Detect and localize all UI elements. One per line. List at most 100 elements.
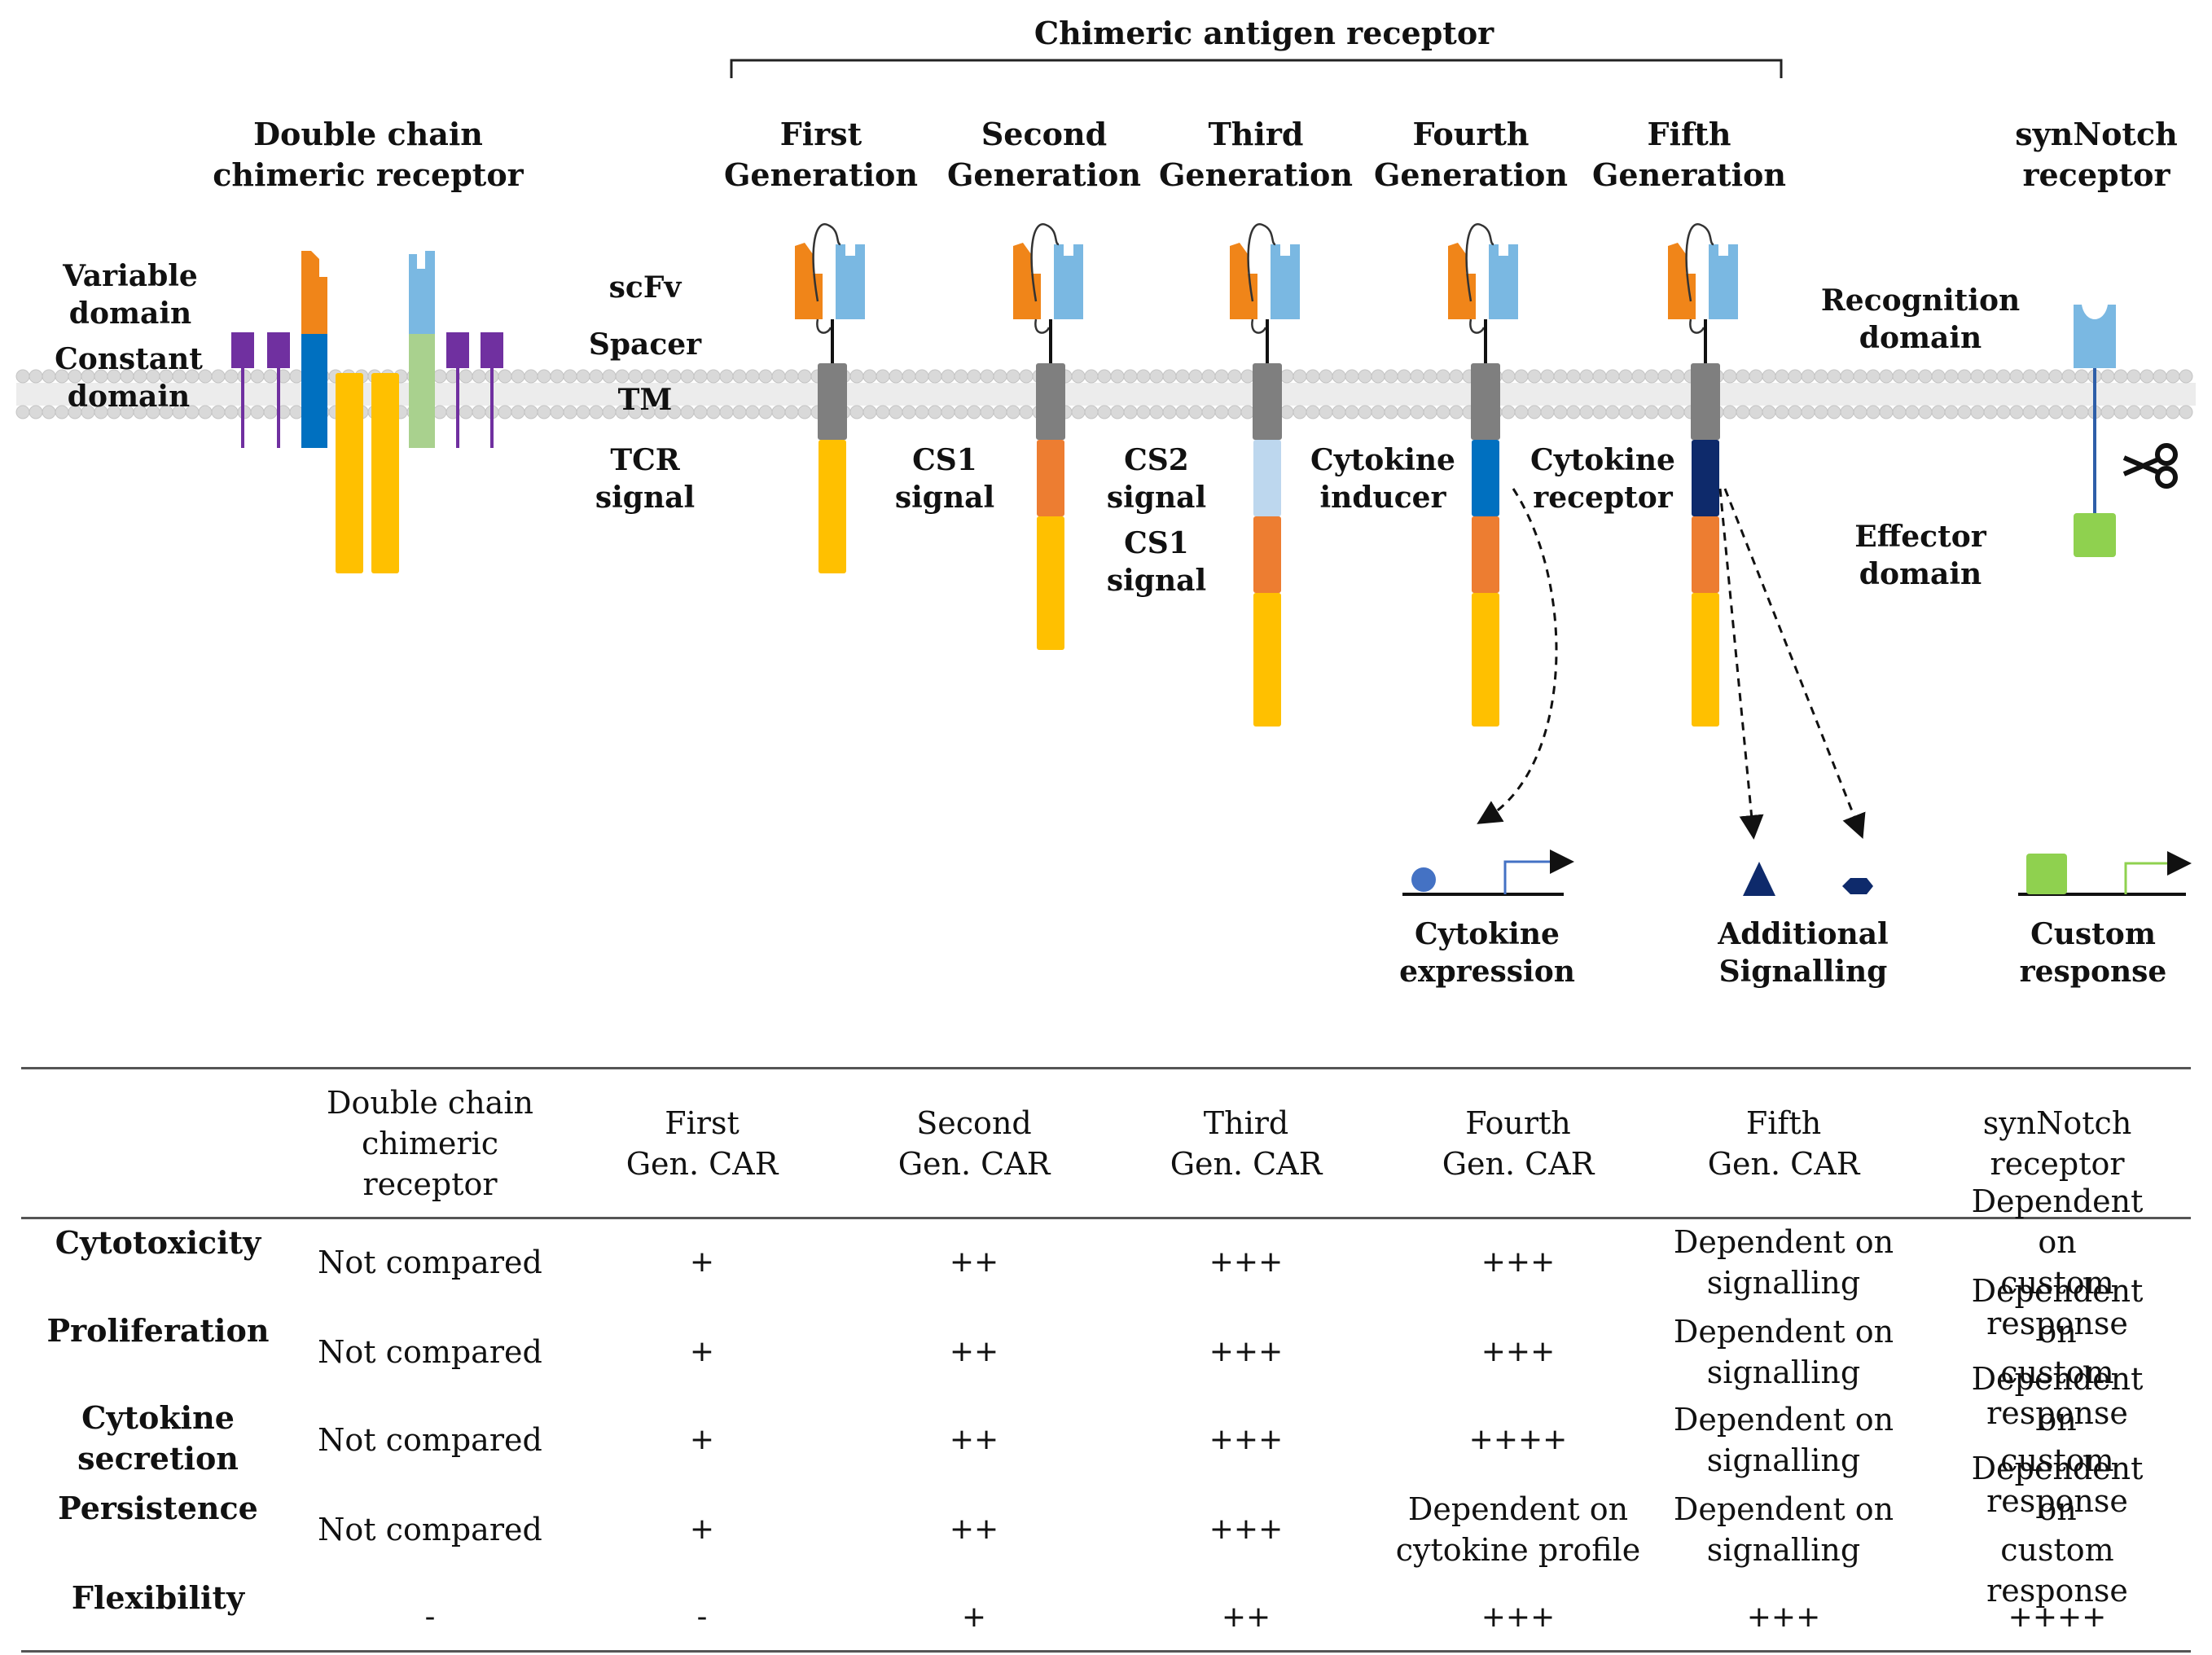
light-chain bbox=[1054, 244, 1083, 319]
light-chain bbox=[1271, 244, 1300, 319]
linker-tail bbox=[1034, 318, 1051, 334]
row-label: Cytotoxicity bbox=[55, 1224, 261, 1261]
table-cell: +++ bbox=[1746, 1600, 1821, 1634]
cytokine-expression-label: Cytokine expression bbox=[1399, 917, 1575, 989]
table-header-2: First Gen. CAR bbox=[625, 1105, 779, 1182]
cs1-signal-label: CS1 signal bbox=[894, 443, 995, 515]
linker-tail bbox=[1689, 318, 1705, 334]
synnotch-stalk bbox=[2093, 368, 2096, 513]
table-cell: +++ bbox=[1209, 1423, 1284, 1456]
scissors-ring bbox=[2155, 466, 2178, 489]
row-label: Proliferation bbox=[46, 1312, 270, 1349]
table-cell: +++ bbox=[1209, 1335, 1284, 1368]
heavy-chain bbox=[1230, 243, 1257, 319]
additional-signalling-label: Additional Signalling bbox=[1718, 917, 1889, 989]
cd3z-signal bbox=[1472, 593, 1499, 727]
constant-domain bbox=[446, 332, 469, 368]
constant-stalk bbox=[456, 368, 459, 448]
cytokine-receptor-label: Cytokine receptor bbox=[1530, 443, 1675, 515]
scissors-ring bbox=[2155, 443, 2178, 466]
column-synnotch: synNotch receptor bbox=[2015, 116, 2178, 193]
cytokine-molecule bbox=[1411, 867, 1436, 892]
cs1-domain bbox=[1037, 440, 1064, 516]
cs2-signal-label: CS2 signal bbox=[1106, 443, 1207, 515]
table-cell: + bbox=[961, 1600, 987, 1634]
lipid-head bbox=[2179, 369, 2193, 384]
constant-domain-label: Constant domain bbox=[55, 342, 203, 414]
table-cell: + bbox=[689, 1335, 715, 1368]
column-fourth-generation: Fourth Generation bbox=[1373, 116, 1569, 193]
table-header-rule bbox=[21, 1217, 2191, 1219]
tcr-signal-label: TCR signal bbox=[595, 443, 696, 515]
downstream-effects bbox=[1402, 488, 2192, 896]
column-third-generation: Third Generation bbox=[1158, 116, 1354, 193]
light-chain bbox=[836, 244, 865, 319]
table-header-6: Fifth Gen. CAR bbox=[1707, 1105, 1860, 1182]
table-cell: Dependent on custom response bbox=[1971, 1183, 2144, 1341]
cytokine-inducer-label: Cytokine inducer bbox=[1310, 443, 1455, 515]
heavy-chain bbox=[795, 243, 823, 319]
linker bbox=[1030, 223, 1060, 302]
transmembrane bbox=[1691, 363, 1720, 440]
variable-heavy bbox=[301, 251, 327, 334]
signal-hexagon bbox=[1842, 878, 1873, 894]
table-header-4: Third Gen. CAR bbox=[1170, 1105, 1323, 1182]
tm-label: TM bbox=[617, 383, 673, 417]
constant-domain bbox=[481, 332, 503, 368]
table-cell: ++ bbox=[949, 1512, 999, 1546]
dashed-arrow-signal-1 bbox=[1718, 488, 1764, 840]
cs2-domain bbox=[1253, 440, 1281, 516]
scissors-icon bbox=[2122, 443, 2178, 489]
table-cell: - bbox=[696, 1600, 708, 1634]
table-cell: Dependent on custom response bbox=[1971, 1451, 2144, 1609]
column-first-generation: First Generation bbox=[723, 116, 919, 193]
synnotch-receptor bbox=[2074, 305, 2178, 557]
table-cell: Dependent on custom response bbox=[1971, 1273, 2144, 1431]
table-header-5: Fourth Gen. CAR bbox=[1442, 1105, 1595, 1182]
spacer-label: Spacer bbox=[588, 327, 702, 362]
table-cell: + bbox=[689, 1512, 715, 1546]
cd3z-chain bbox=[336, 373, 363, 573]
constant-stalk bbox=[490, 368, 494, 448]
table-cell: ++ bbox=[1221, 1600, 1271, 1634]
table-cell: Dependent on signalling bbox=[1673, 1491, 1894, 1568]
tcr-constant-blue bbox=[301, 334, 327, 448]
table-cell: ++ bbox=[949, 1245, 999, 1279]
recognition-domain-label: Recognition domain bbox=[1820, 283, 2021, 355]
table-cell: Dependent on custom response bbox=[1971, 1361, 2144, 1519]
cytokine-receptor bbox=[1692, 440, 1719, 516]
table-cell: Not compared bbox=[318, 1422, 542, 1458]
lipid-head bbox=[2179, 405, 2193, 419]
effector-domain bbox=[2074, 513, 2116, 557]
heavy-chain bbox=[1013, 243, 1041, 319]
linker bbox=[1247, 223, 1276, 302]
table-cell: +++ bbox=[1481, 1245, 1556, 1279]
table-top-rule bbox=[21, 1067, 2191, 1069]
heavy-chain bbox=[1668, 243, 1696, 319]
cd3z-signal bbox=[1692, 593, 1719, 727]
linker bbox=[812, 223, 841, 302]
promoter-arrow bbox=[1503, 849, 1574, 894]
variable-domain-label: Variable domain bbox=[63, 259, 198, 331]
effector-domain-label: Effector domain bbox=[1854, 520, 1986, 591]
spacer bbox=[831, 319, 834, 365]
spacer bbox=[1484, 319, 1487, 365]
cd3z-chain bbox=[371, 373, 399, 573]
table-cell: ++++ bbox=[1468, 1423, 1568, 1456]
custom-response-label: Custom response bbox=[2019, 917, 2167, 989]
table-cell: ++ bbox=[949, 1423, 999, 1456]
fourth-gen-car bbox=[1448, 223, 1518, 727]
promoter-arrow bbox=[2124, 851, 2192, 894]
double-chain-receptor bbox=[231, 251, 503, 573]
signal-triangle bbox=[1743, 862, 1775, 896]
cs1-domain bbox=[1472, 516, 1499, 593]
cs1-domain bbox=[1692, 516, 1719, 593]
cd3z-signal bbox=[1037, 516, 1064, 650]
cd3z-signal bbox=[1253, 593, 1281, 727]
table-header-1: Double chain chimeric receptor bbox=[327, 1085, 533, 1202]
table-bottom-rule-visible bbox=[21, 1650, 2191, 1653]
table-cell: Not compared bbox=[318, 1334, 542, 1370]
constant-domain bbox=[267, 332, 290, 368]
scfv-label: scFv bbox=[608, 270, 682, 305]
